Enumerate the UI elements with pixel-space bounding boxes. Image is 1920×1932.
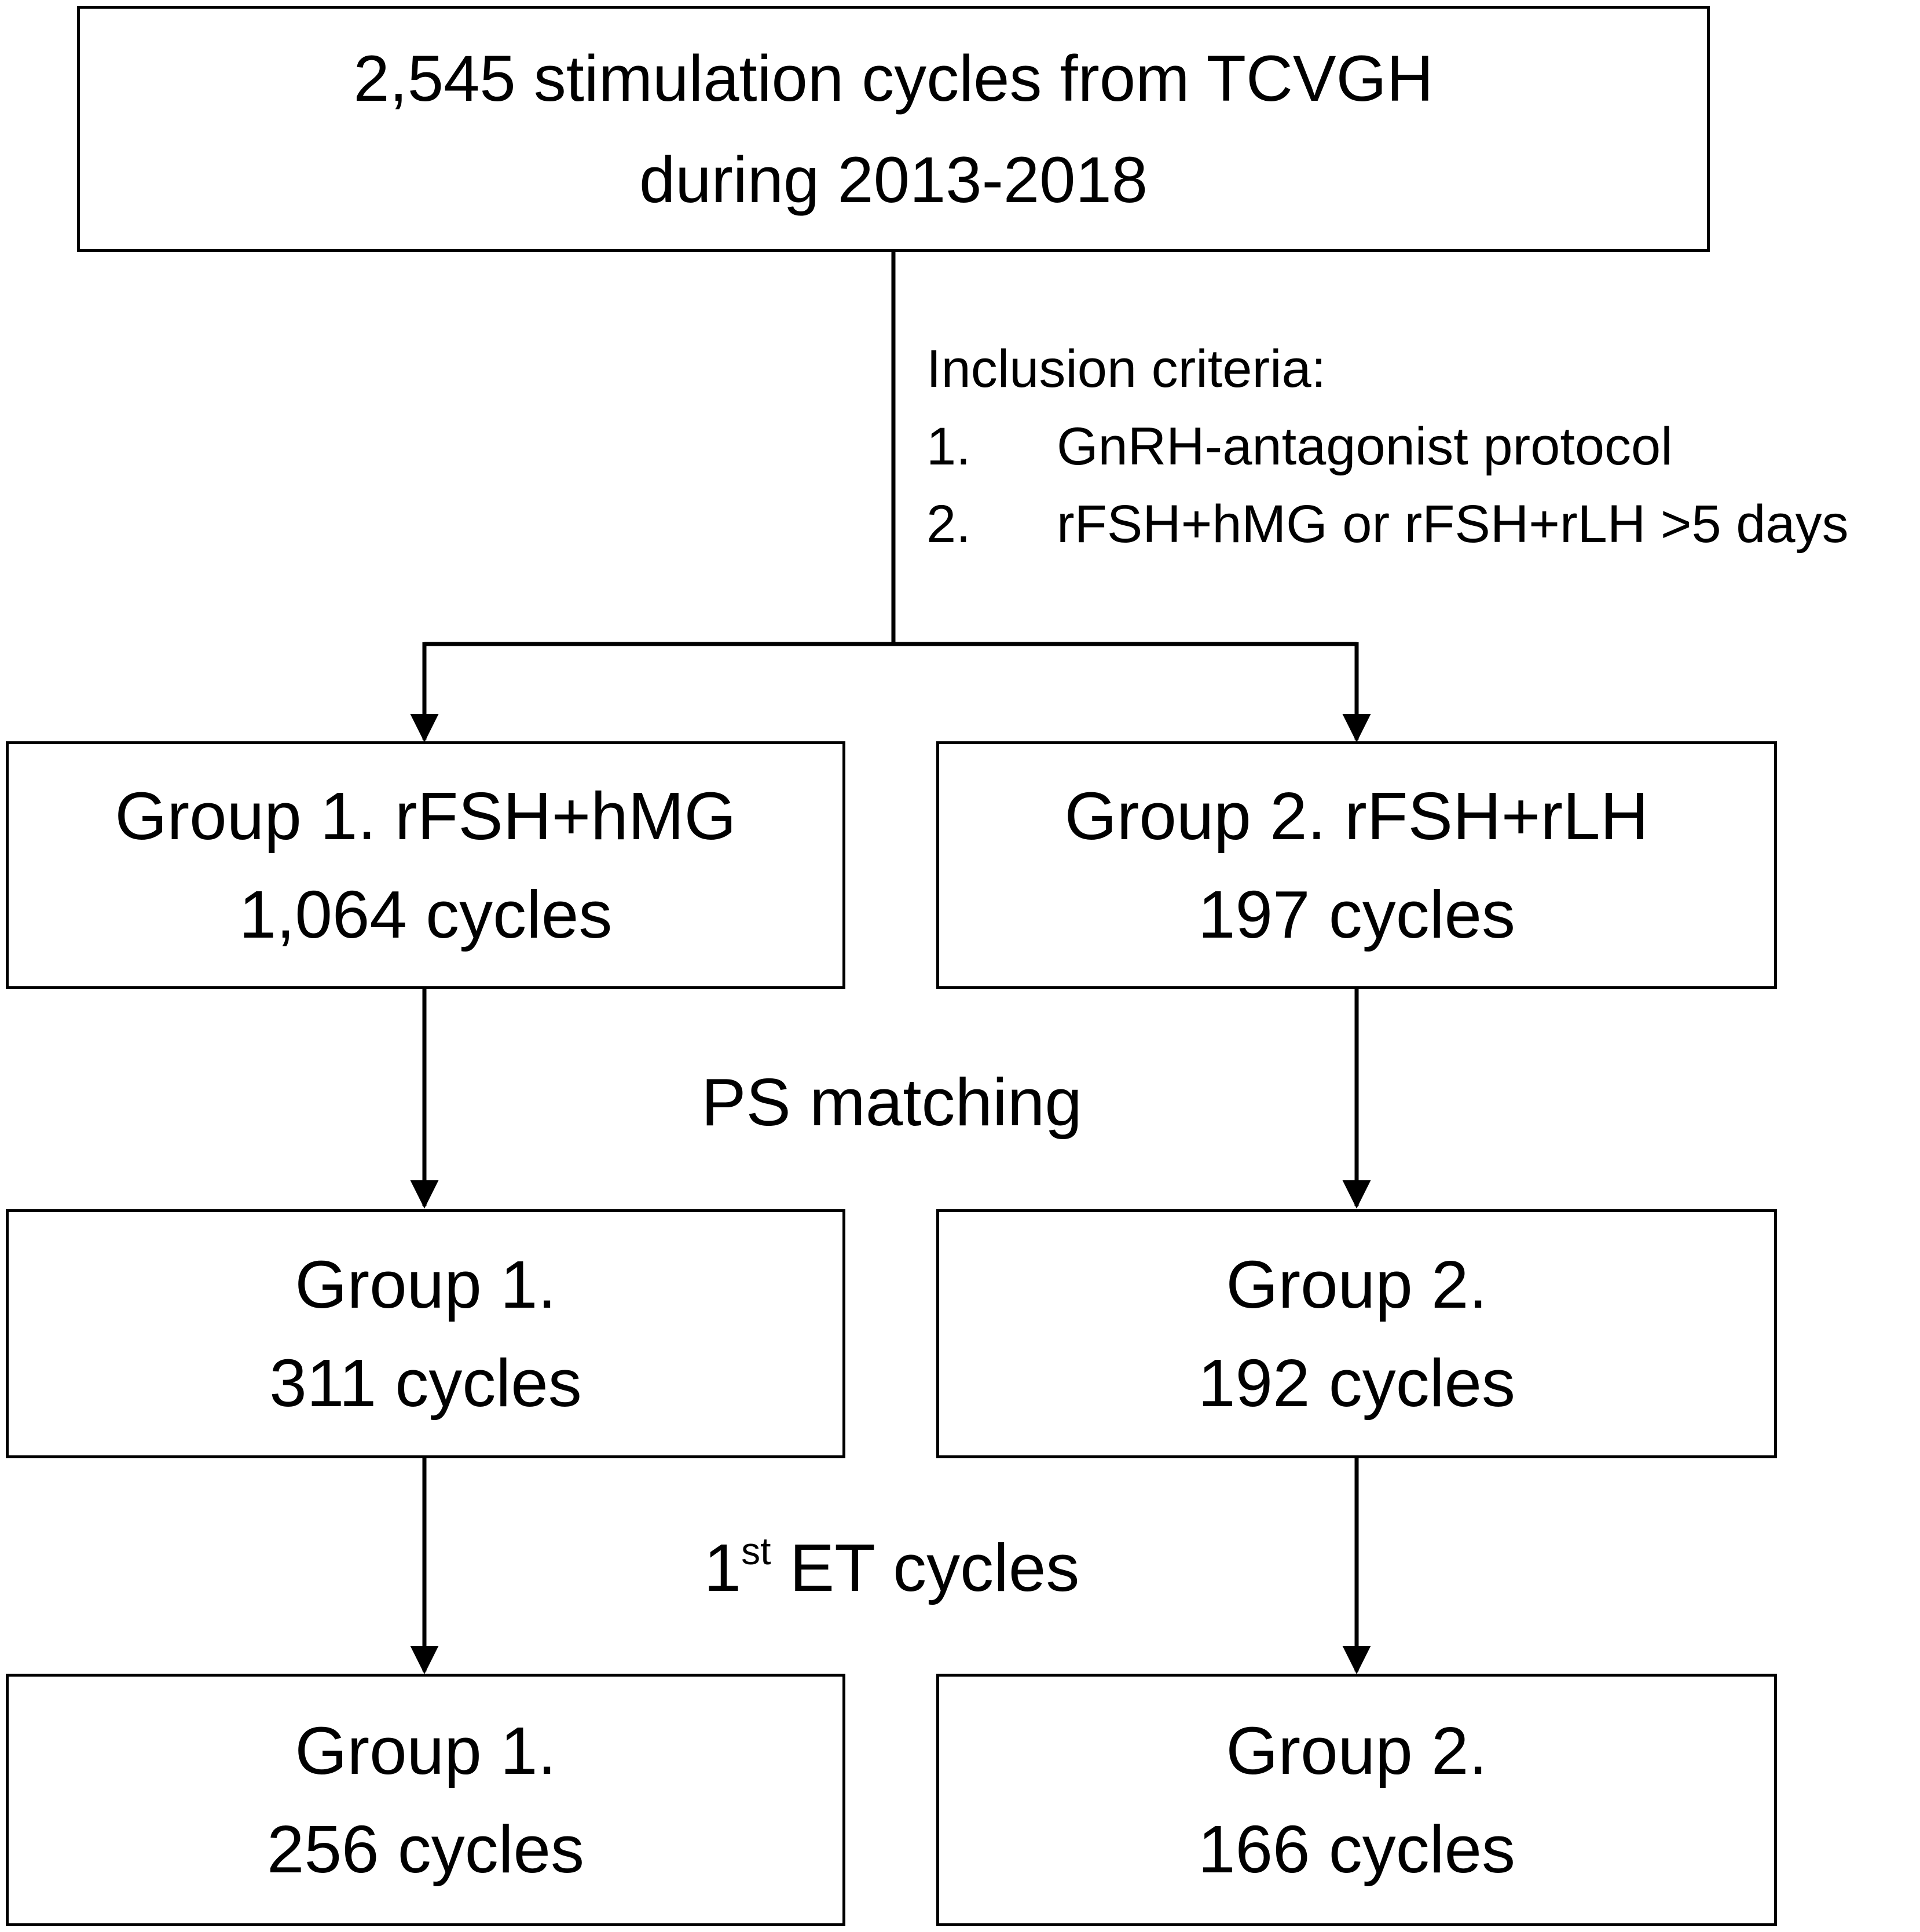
group1-final-box: Group 1. 256 cycles bbox=[6, 1674, 845, 1926]
group1-initial-title: Group 1. rFSH+hMG bbox=[115, 778, 737, 854]
group2-final-count: 166 cycles bbox=[1197, 1812, 1516, 1887]
source-period-text: during 2013-2018 bbox=[639, 143, 1148, 216]
first-et-text: ET cycles bbox=[771, 1530, 1080, 1605]
group2-matched-title: Group 2. bbox=[1226, 1247, 1487, 1322]
criterion-text: rFSH+hMG or rFSH+rLH >5 days bbox=[1057, 495, 1849, 554]
group1-initial-count: 1,064 cycles bbox=[239, 877, 613, 952]
criterion-text: GnRH-antagonist protocol bbox=[1057, 417, 1673, 476]
source-cycles-box: 2,545 stimulation cycles from TCVGH duri… bbox=[77, 6, 1710, 252]
group2-initial-box: Group 2. rFSH+rLH 197 cycles bbox=[936, 741, 1777, 989]
group2-matched-box: Group 2. 192 cycles bbox=[936, 1209, 1777, 1458]
source-cycles-text: 2,545 stimulation cycles from TCVGH bbox=[353, 42, 1434, 115]
ps-matching-label: PS matching bbox=[701, 1064, 1082, 1140]
group1-final-count: 256 cycles bbox=[266, 1812, 585, 1887]
group1-initial-box: Group 1. rFSH+hMG 1,064 cycles bbox=[6, 741, 845, 989]
first-et-number: 1 bbox=[703, 1530, 742, 1605]
inclusion-criterion-1: 1. GnRH-antagonist protocol bbox=[926, 408, 1849, 485]
criterion-number: 1. bbox=[926, 417, 971, 476]
group2-matched-count: 192 cycles bbox=[1197, 1345, 1516, 1421]
group2-initial-count: 197 cycles bbox=[1197, 877, 1516, 952]
group1-matched-count: 311 cycles bbox=[269, 1345, 582, 1421]
inclusion-criteria-heading: Inclusion criteria: bbox=[926, 339, 1327, 398]
inclusion-criteria: Inclusion criteria: 1. GnRH-antagonist pr… bbox=[926, 330, 1849, 563]
inclusion-criterion-2: 2. rFSH+hMG or rFSH+rLH >5 days bbox=[926, 485, 1849, 563]
group1-matched-title: Group 1. bbox=[295, 1247, 556, 1322]
criterion-number: 2. bbox=[926, 495, 971, 554]
first-et-label: 1st ET cycles bbox=[704, 1527, 1080, 1618]
group1-final-title: Group 1. bbox=[295, 1713, 556, 1788]
group1-matched-box: Group 1. 311 cycles bbox=[6, 1209, 845, 1458]
first-et-superscript: st bbox=[741, 1529, 771, 1572]
group2-final-box: Group 2. 166 cycles bbox=[936, 1674, 1777, 1926]
group2-initial-title: Group 2. rFSH+rLH bbox=[1064, 778, 1649, 854]
group2-final-title: Group 2. bbox=[1226, 1713, 1487, 1788]
